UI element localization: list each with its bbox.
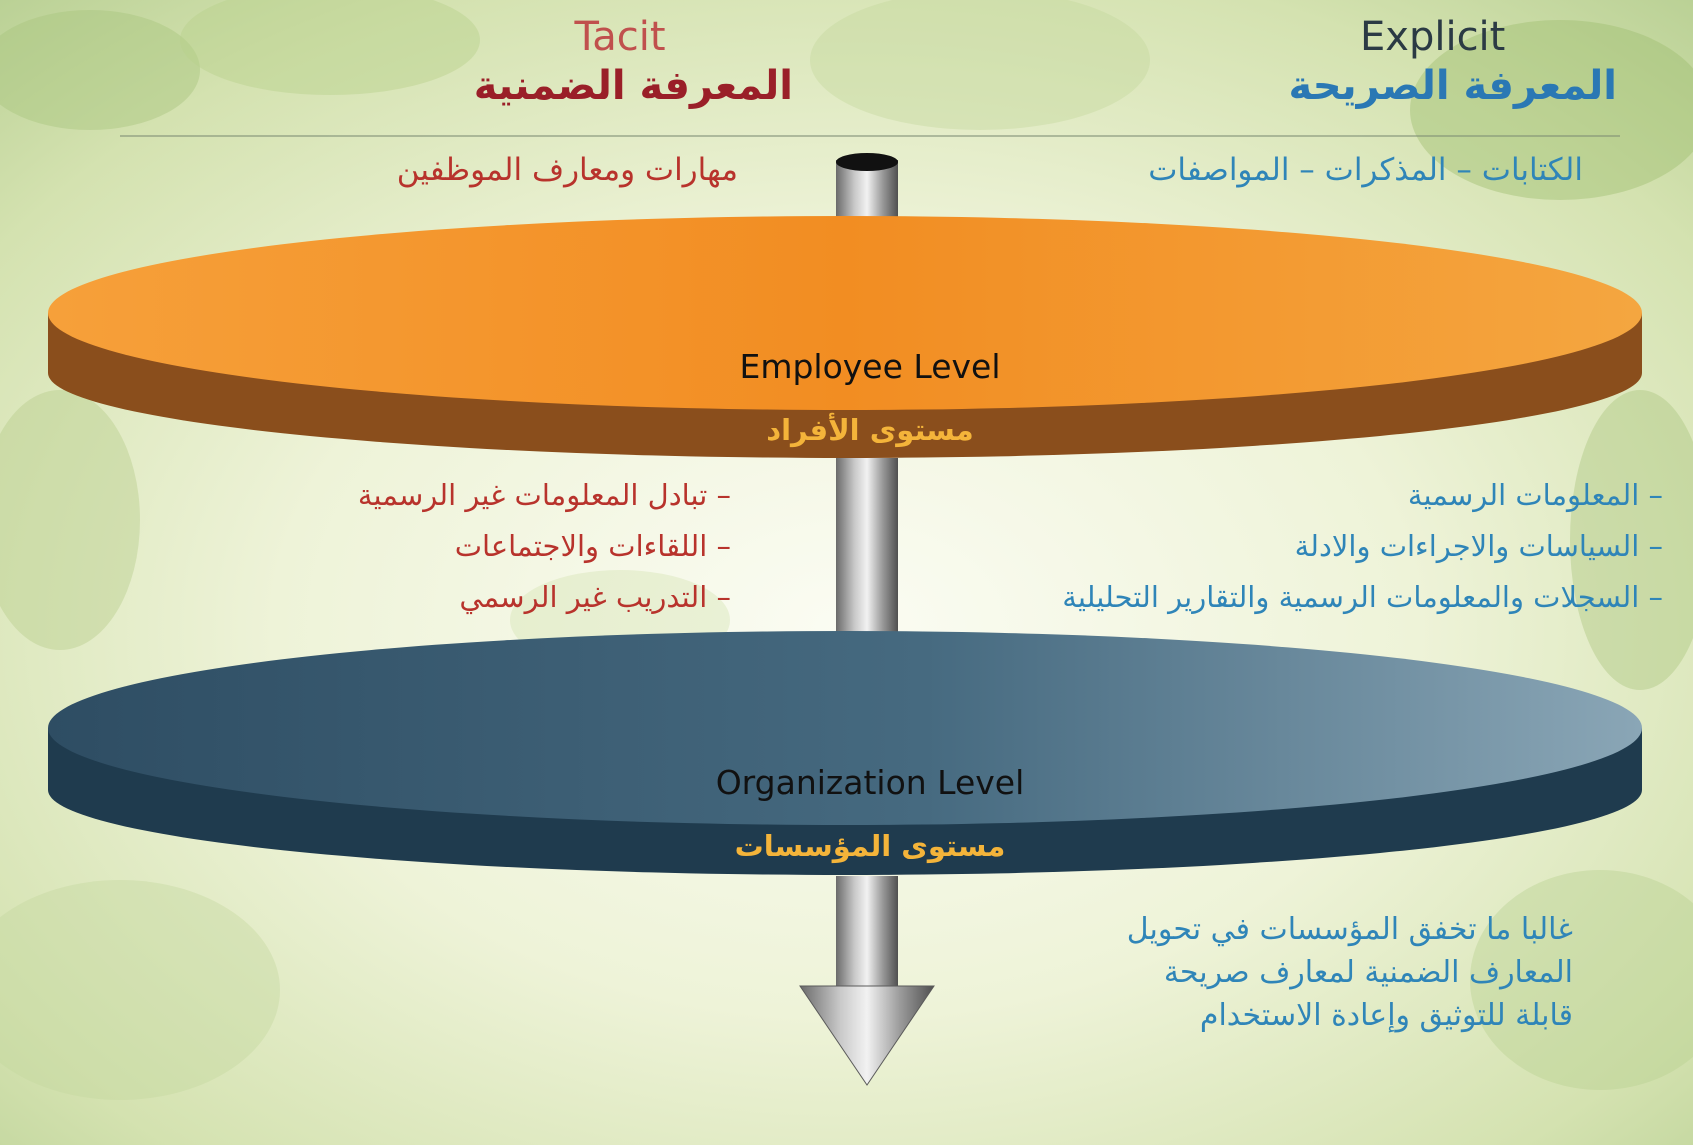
conclusion-note: غالبا ما تخفق المؤسسات في تحويل المعارف … bbox=[953, 908, 1573, 1037]
list-item: – تبادل المعلومات غير الرسمية bbox=[357, 478, 731, 512]
explicit-top-text: الكتابات – المذكرات – المواصفات bbox=[1148, 152, 1583, 188]
list-item: – التدريب غير الرسمي bbox=[459, 580, 731, 614]
tacit-title-ar: المعرفة الضمنية bbox=[473, 63, 793, 109]
pole-lower bbox=[836, 876, 898, 988]
organization-disc bbox=[48, 631, 1642, 825]
note-line: المعارف الضمنية لمعارف صريحة bbox=[1163, 955, 1573, 990]
pole-top-cap bbox=[836, 153, 898, 171]
note-line: قابلة للتوثيق وإعادة الاستخدام bbox=[1199, 998, 1573, 1033]
employee-level-label: Employee Level bbox=[739, 347, 1001, 386]
leaf-shape bbox=[0, 10, 200, 130]
employee-level-label-ar: مستوى الأفراد bbox=[766, 413, 974, 447]
list-item: – المعلومات الرسمية bbox=[1407, 478, 1663, 512]
explicit-title-ar: المعرفة الصريحة bbox=[1288, 63, 1617, 109]
leaf-shape bbox=[1570, 390, 1693, 690]
note-line: غالبا ما تخفق المؤسسات في تحويل bbox=[1126, 912, 1573, 947]
down-arrow-icon bbox=[799, 985, 935, 1086]
tacit-list: – تبادل المعلومات غير الرسمية – اللقاءات… bbox=[358, 470, 731, 623]
employee-disc bbox=[48, 216, 1642, 410]
leaf-shape bbox=[1410, 20, 1693, 200]
list-item: – السجلات والمعلومات الرسمية والتقارير ا… bbox=[1062, 580, 1663, 614]
explicit-title-en: Explicit bbox=[1360, 14, 1506, 60]
leaf-shape bbox=[1470, 870, 1693, 1090]
tacit-top-text: مهارات ومعارف الموظفين bbox=[396, 152, 738, 188]
leaf-shape bbox=[810, 0, 1150, 130]
list-item: – السياسات والاجراءات والادلة bbox=[1294, 529, 1663, 563]
organization-level-label: Organization Level bbox=[715, 763, 1025, 802]
tacit-title-en: Tacit bbox=[574, 14, 666, 60]
leaf-shape bbox=[0, 390, 140, 650]
list-item: – اللقاءات والاجتماعات bbox=[454, 529, 731, 563]
leaf-shape bbox=[180, 0, 480, 95]
leaf-shape bbox=[0, 880, 280, 1100]
organization-level-label-ar: مستوى المؤسسات bbox=[734, 829, 1006, 863]
explicit-list: – المعلومات الرسمية – السياسات والاجراءا… bbox=[1062, 470, 1663, 623]
